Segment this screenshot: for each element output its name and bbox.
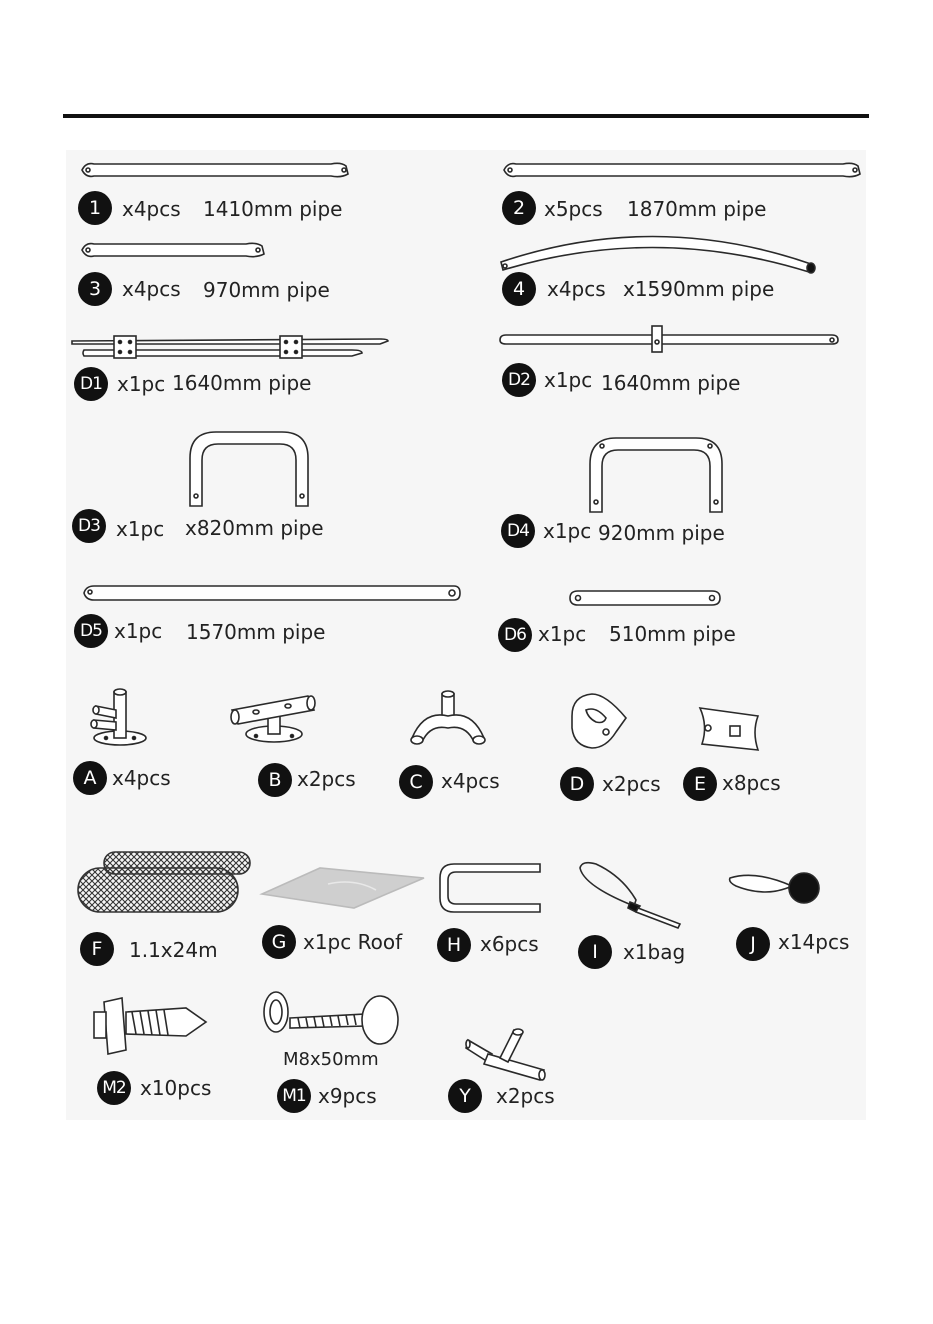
- qty-d3: x1pc: [116, 517, 165, 541]
- badge-m1: M1: [277, 1079, 311, 1113]
- net-f-drawing: [77, 851, 251, 913]
- fitting-e-drawing: [698, 707, 760, 751]
- badge-4: 4: [502, 272, 536, 306]
- desc-d6: 510mm pipe: [609, 622, 736, 646]
- badge-d2: D2: [502, 363, 536, 397]
- pipe-1-drawing: [81, 162, 349, 178]
- pipe-d1-drawing: [71, 335, 389, 359]
- bungee-j-drawing: [728, 872, 820, 904]
- desc-d3: x820mm pipe: [185, 516, 324, 540]
- qty-d6: x1pc: [538, 622, 587, 646]
- qty-d5: x1pc: [114, 619, 163, 643]
- fitting-a-drawing: [90, 688, 147, 746]
- qty-2: x5pcs: [544, 197, 603, 221]
- fitting-b-drawing: [230, 695, 316, 743]
- qty-e: x8pcs: [722, 771, 781, 795]
- pipe-d2-drawing: [499, 325, 839, 353]
- badge-f: F: [80, 932, 114, 966]
- qty-c: x4pcs: [441, 769, 500, 793]
- pipe-3-drawing: [81, 242, 265, 258]
- badge-d4: D4: [501, 514, 535, 548]
- badge-2: 2: [502, 191, 536, 225]
- qty-d4: x1pc: [543, 519, 592, 543]
- bolt-m1-drawing: [263, 991, 399, 1045]
- qty-m2: x10pcs: [140, 1076, 212, 1100]
- badge-d3: D3: [72, 509, 106, 543]
- badge-d: D: [560, 767, 594, 801]
- badge-m2: M2: [97, 1071, 131, 1105]
- qty-y: x2pcs: [496, 1084, 555, 1108]
- badge-y: Y: [448, 1079, 482, 1113]
- desc-d1: 1640mm pipe: [172, 371, 312, 395]
- desc-1: 1410mm pipe: [203, 197, 343, 221]
- badge-b: B: [258, 763, 292, 797]
- qty-d1: x1pc: [117, 372, 166, 396]
- parts-panel: [66, 150, 866, 1120]
- desc-d2: 1640mm pipe: [601, 371, 741, 395]
- badge-a: A: [73, 761, 107, 795]
- fitting-c-drawing: [410, 690, 486, 745]
- badge-c: C: [399, 765, 433, 799]
- connector-y-drawing: [465, 1028, 546, 1081]
- desc-3: 970mm pipe: [203, 278, 330, 302]
- qty-f: 1.1x24m: [129, 938, 218, 962]
- pipe-d3-drawing: [189, 431, 309, 507]
- header-rule: [63, 114, 869, 118]
- qty-1: x4pcs: [122, 197, 181, 221]
- qty-4: x4pcs: [547, 277, 606, 301]
- qty-h: x6pcs: [480, 932, 539, 956]
- badge-1: 1: [78, 191, 112, 225]
- badge-3: 3: [78, 272, 112, 306]
- size-m1: M8x50mm: [283, 1049, 379, 1070]
- pipe-4-drawing: [500, 235, 816, 274]
- stake-h-drawing: [439, 863, 541, 913]
- badge-g: G: [262, 925, 296, 959]
- qty-d2: x1pc: [544, 368, 593, 392]
- roof-g-drawing: [259, 867, 425, 909]
- badge-d1: D1: [74, 367, 108, 401]
- fitting-d-drawing: [571, 693, 628, 749]
- cable-tie-i-drawing: [579, 861, 682, 930]
- pipe-2-drawing: [503, 162, 861, 178]
- desc-2: 1870mm pipe: [627, 197, 767, 221]
- qty-g: x1pc Roof: [303, 930, 403, 954]
- badge-d5: D5: [74, 614, 108, 648]
- qty-b: x2pcs: [297, 767, 356, 791]
- desc-4: x1590mm pipe: [623, 277, 775, 301]
- qty-3: x4pcs: [122, 277, 181, 301]
- desc-d4: 920mm pipe: [598, 521, 725, 545]
- desc-d5: 1570mm pipe: [186, 620, 326, 644]
- badge-j: J: [736, 927, 770, 961]
- badge-e: E: [683, 767, 717, 801]
- badge-h: H: [437, 928, 471, 962]
- qty-m1: x9pcs: [318, 1084, 377, 1108]
- pipe-d4-drawing: [589, 437, 723, 513]
- screw-m2-drawing: [93, 997, 208, 1055]
- qty-j: x14pcs: [778, 930, 850, 954]
- pipe-d5-drawing: [83, 585, 461, 601]
- badge-i: I: [578, 935, 612, 969]
- qty-d: x2pcs: [602, 772, 661, 796]
- badge-d6: D6: [498, 618, 532, 652]
- pipe-d6-drawing: [569, 590, 721, 606]
- qty-a: x4pcs: [112, 766, 171, 790]
- qty-i: x1bag: [623, 940, 686, 964]
